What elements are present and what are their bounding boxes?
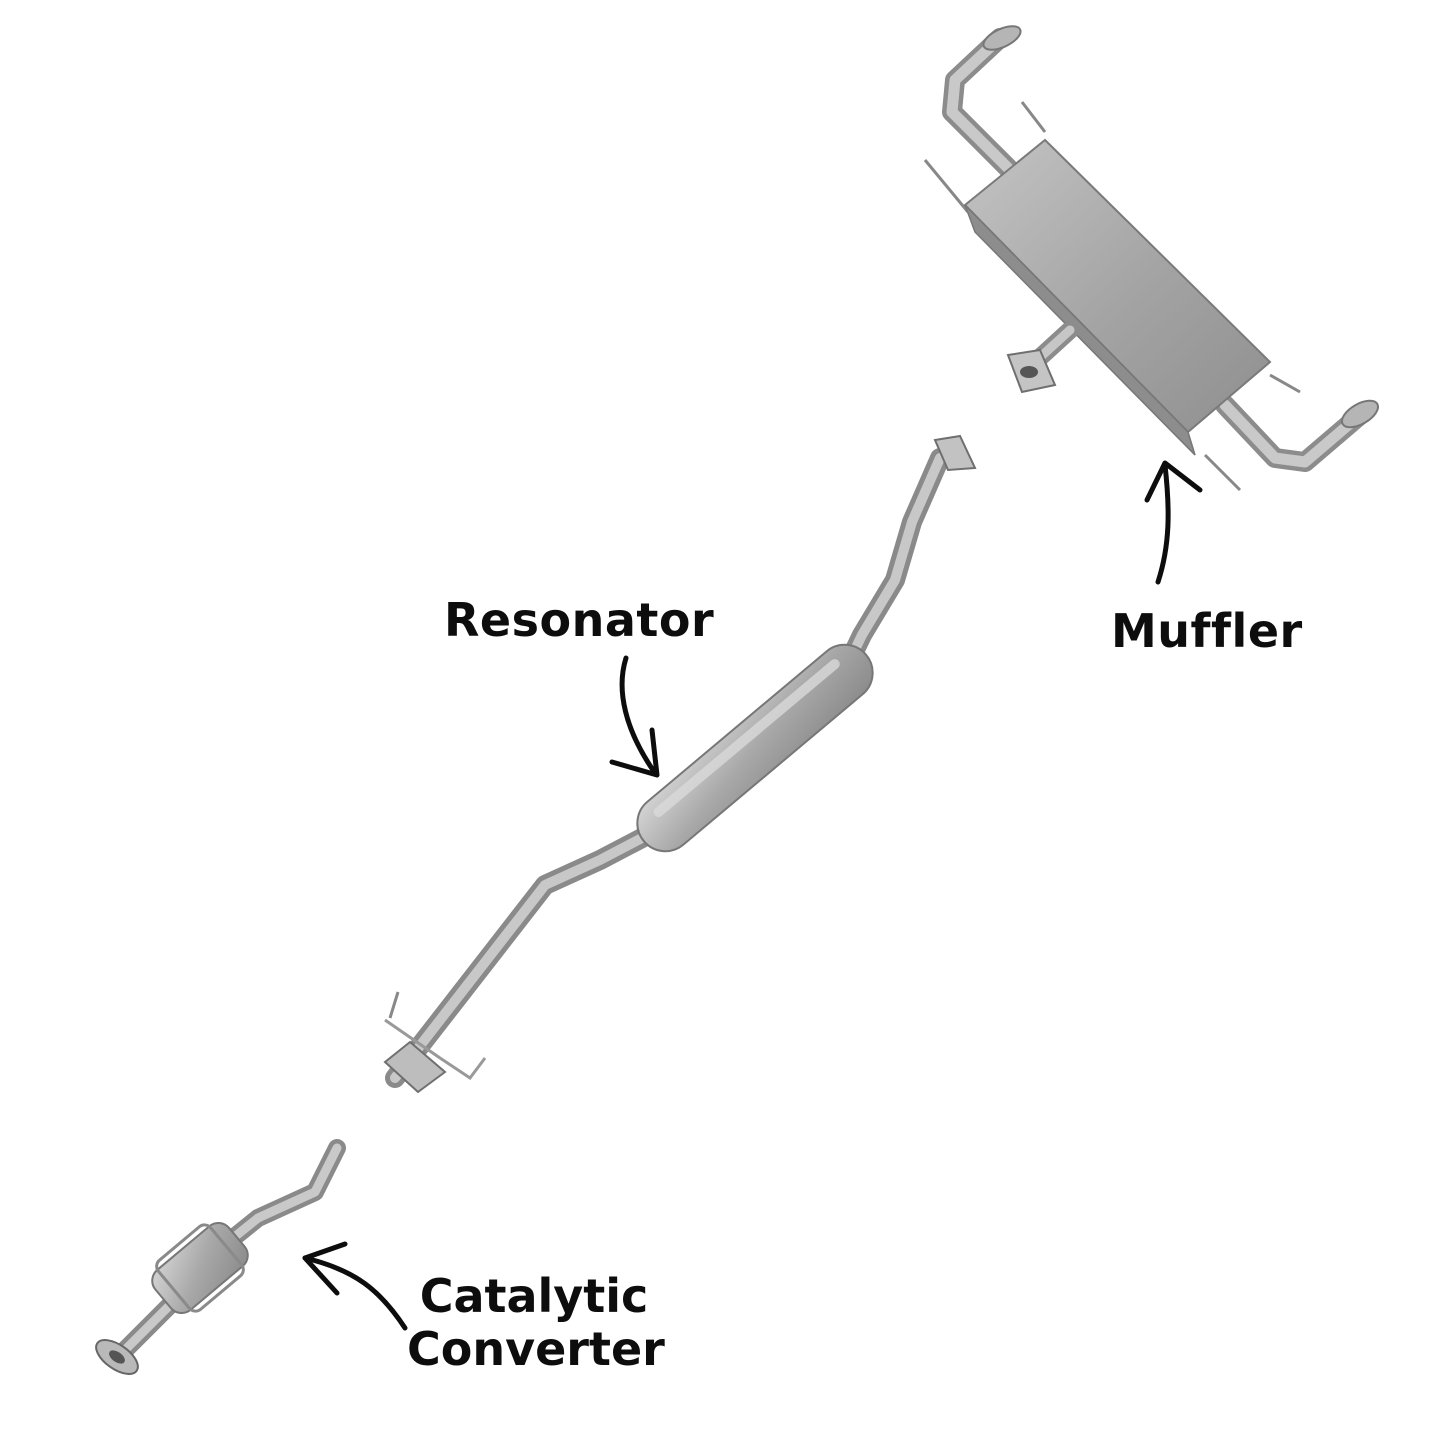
catalytic-converter-label-line2: Converter [407,1321,665,1376]
muffler-part [923,25,1380,492]
resonator-label: Resonator [444,593,715,647]
catalytic-converter-label-line1: Catalytic [419,1269,649,1323]
catalytic-converter-label: Catalytic Converter [407,1269,665,1376]
resonator-arrow [609,655,660,778]
muffler-arrow [1144,460,1203,585]
catalytic-converter-arrow [302,1241,408,1331]
resonator-part [383,434,977,1094]
muffler-label: Muffler [1111,604,1303,658]
catalytic-converter-part [95,1139,346,1375]
